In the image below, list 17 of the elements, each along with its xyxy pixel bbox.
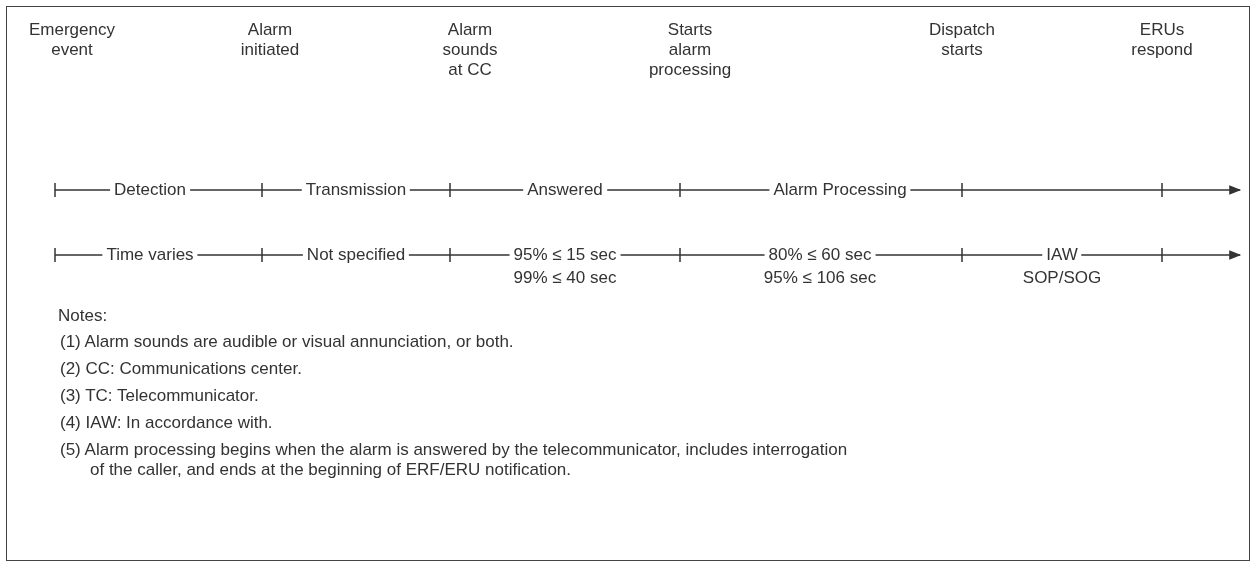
time-label: 99% ≤ 40 sec	[513, 268, 617, 288]
milestone-label: Dispatch starts	[927, 20, 997, 60]
note-text: (2) CC: Communications center.	[60, 359, 303, 379]
milestone-label: ERUs respond	[1130, 20, 1194, 60]
milestone-label: Alarm initiated	[239, 20, 301, 60]
time-label: 95% ≤ 106 sec	[763, 268, 877, 288]
milestone-label: Starts alarm processing	[647, 20, 733, 80]
time-label: SOP/SOG	[1022, 268, 1102, 288]
note-text: (1) Alarm sounds are audible or visual annunciation, or both.	[60, 332, 515, 352]
milestone-label: Alarm sounds at CC	[441, 20, 499, 80]
milestone-label: Emergency event	[28, 20, 116, 60]
notes-heading: Notes:	[58, 306, 108, 326]
phase-label: Alarm Processing	[769, 180, 911, 200]
time-label: Not specified	[302, 245, 410, 265]
note-text: (5) Alarm processing begins when the alarm is answered by the telecommunicator, includes interrogation of the caller, and ends at the beginning of ERF/ERU notification.	[60, 440, 849, 480]
note-text: (3) TC: Telecommunicator.	[60, 386, 260, 406]
note-text: (4) IAW: In accordance with.	[60, 413, 274, 433]
